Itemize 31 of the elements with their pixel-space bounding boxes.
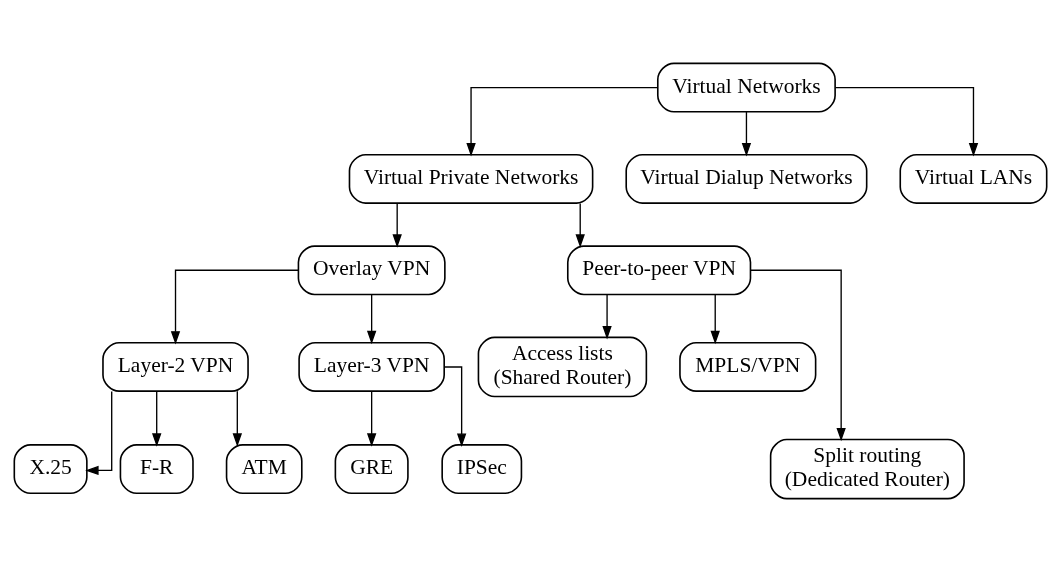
node-box: Layer-2 VPN [102,342,249,392]
node-box: Overlay VPN [297,245,446,296]
node-box: IPSec [441,444,523,495]
arrow [152,390,162,447]
node-box: Access lists (Shared Router) [477,336,648,398]
node-box: Split routing (Dedicated Router) [769,438,965,500]
arrow [392,202,402,248]
arrow [710,294,720,345]
arrow [232,390,242,447]
arrow [602,294,612,340]
arrow [170,269,299,345]
arrow [443,366,467,447]
arrow [575,202,585,248]
node-box: Virtual Networks [656,62,836,113]
node-box: Virtual LANs [899,153,1048,204]
arrow [466,86,659,157]
arrow [366,390,377,447]
node-box: Virtual Dialup Networks [625,153,868,204]
node-box: GRE [334,444,409,495]
arrow [750,269,846,442]
arrow [834,86,979,157]
arrow [741,111,752,157]
node-box: MPLS/VPN [679,342,817,392]
arrow [85,390,113,476]
node-box: F-R [119,444,194,495]
arrow [366,294,377,345]
node-box: Layer-3 VPN [298,342,445,392]
node-box: X.25 [13,444,88,495]
node-box: Virtual Private Networks [348,153,594,204]
node-box: ATM [225,444,303,495]
node-box: Peer-to-peer VPN [566,245,752,296]
